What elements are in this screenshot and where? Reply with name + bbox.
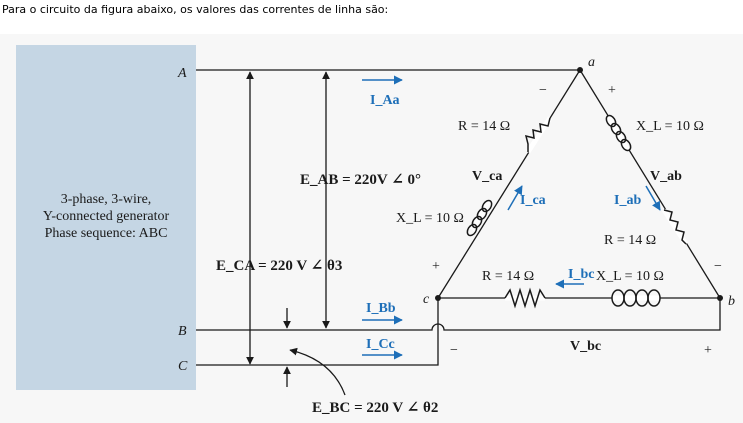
inductor-ab bbox=[605, 114, 632, 152]
arrow-I_ab bbox=[645, 185, 661, 211]
generator-label-line3: Phase sequence: ABC bbox=[45, 226, 168, 241]
node-b-dot bbox=[717, 295, 723, 301]
line-label-B: B bbox=[178, 324, 187, 339]
label-E_CA: E_CA = 220 V ∠ θ3 bbox=[216, 258, 342, 274]
label-R-ab: R = 14 Ω bbox=[604, 233, 656, 248]
label-E_AB: E_AB = 220V ∠ 0° bbox=[300, 172, 421, 188]
arrow-E_BC-curve bbox=[289, 347, 346, 396]
resistor-bc bbox=[504, 287, 546, 309]
generator-label-line2: Y-connected generator bbox=[43, 209, 170, 224]
arrow-I_ca bbox=[507, 185, 523, 211]
label-I_Bb: I_Bb bbox=[366, 301, 396, 316]
generator-label-line1: 3-phase, 3-wire, bbox=[61, 192, 152, 207]
inductor-ca bbox=[466, 199, 493, 237]
label-E_BC: E_BC = 220 V ∠ θ2 bbox=[312, 400, 438, 416]
resistor-ab bbox=[663, 209, 687, 245]
label-R-ca: R = 14 Ω bbox=[458, 119, 510, 134]
label-V_ab: V_ab bbox=[650, 169, 682, 184]
node-label-a: a bbox=[588, 55, 595, 70]
node-label-b: b bbox=[728, 294, 735, 309]
polarity-a-left: − bbox=[539, 83, 547, 98]
wire-B bbox=[196, 298, 721, 331]
label-XL-ab: X_L = 10 Ω bbox=[636, 119, 704, 134]
polarity-bc-left: − bbox=[450, 343, 458, 358]
label-I_Cc: I_Cc bbox=[366, 337, 395, 352]
line-label-A: A bbox=[177, 66, 187, 81]
polarity-c-left: + bbox=[432, 259, 440, 274]
branch-ab bbox=[579, 69, 721, 299]
node-c-dot bbox=[435, 295, 441, 301]
label-R-bc: R = 14 Ω bbox=[482, 269, 534, 284]
label-I_ab: I_ab bbox=[614, 193, 641, 208]
label-V_ca: V_ca bbox=[472, 169, 502, 184]
resistor-ca bbox=[524, 117, 551, 152]
polarity-a-right: + bbox=[608, 83, 616, 98]
wire-C bbox=[196, 298, 439, 366]
label-I_bc: I_bc bbox=[568, 267, 594, 282]
label-XL-bc: X_L = 10 Ω bbox=[596, 269, 664, 284]
branch-ca bbox=[437, 69, 581, 299]
question-text: Para o circuito da figura abaixo, os val… bbox=[2, 3, 389, 16]
label-I_ca: I_ca bbox=[520, 193, 546, 208]
label-V_bc: V_bc bbox=[570, 339, 601, 354]
generator-panel bbox=[16, 45, 196, 390]
inductor-bc bbox=[611, 289, 661, 307]
node-a-dot bbox=[577, 67, 583, 73]
label-XL-ca: X_L = 10 Ω bbox=[396, 211, 464, 226]
polarity-bc-right: + bbox=[704, 343, 712, 358]
label-I_Aa: I_Aa bbox=[370, 93, 400, 108]
line-label-C: C bbox=[178, 359, 188, 374]
node-label-c: c bbox=[423, 292, 430, 307]
polarity-b-right: − bbox=[714, 259, 722, 274]
